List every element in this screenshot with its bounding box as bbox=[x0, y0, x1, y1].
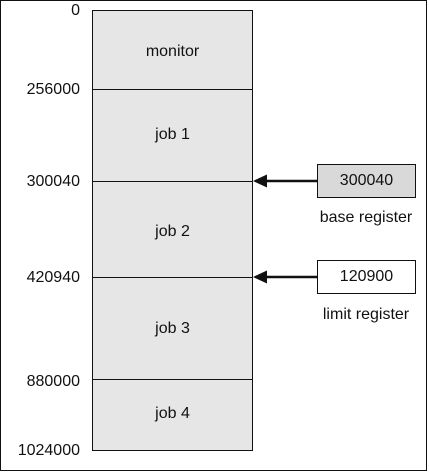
base-register-label: base register bbox=[319, 209, 413, 226]
address-label-256000: 256000 bbox=[26, 81, 80, 98]
segment-job-3: job 3 bbox=[155, 320, 190, 337]
segment-job-4: job 4 bbox=[155, 405, 190, 422]
base-arrow-head bbox=[253, 174, 267, 188]
memory-divider bbox=[93, 89, 252, 90]
address-label-300040: 300040 bbox=[26, 173, 80, 190]
limit-register-box: 120900 bbox=[317, 260, 416, 294]
address-label-420940: 420940 bbox=[26, 269, 80, 286]
limit-register-label: limit register bbox=[322, 306, 410, 323]
segment-job-2: job 2 bbox=[155, 223, 190, 240]
segment-job-1: job 1 bbox=[155, 126, 190, 143]
limit-register-value: 120900 bbox=[339, 268, 394, 285]
base-register-value: 300040 bbox=[339, 172, 394, 189]
address-label-0: 0 bbox=[71, 2, 80, 19]
memory-column: monitor job 1 job 2 job 3 job 4 bbox=[92, 10, 253, 451]
address-label-1024000: 1024000 bbox=[17, 442, 80, 459]
memory-divider bbox=[93, 277, 252, 278]
segment-monitor: monitor bbox=[145, 43, 200, 60]
limit-arrow-head bbox=[253, 270, 267, 284]
address-label-880000: 880000 bbox=[26, 373, 80, 390]
memory-divider bbox=[93, 181, 252, 182]
base-register-box: 300040 bbox=[317, 164, 416, 198]
memory-divider bbox=[93, 379, 252, 380]
